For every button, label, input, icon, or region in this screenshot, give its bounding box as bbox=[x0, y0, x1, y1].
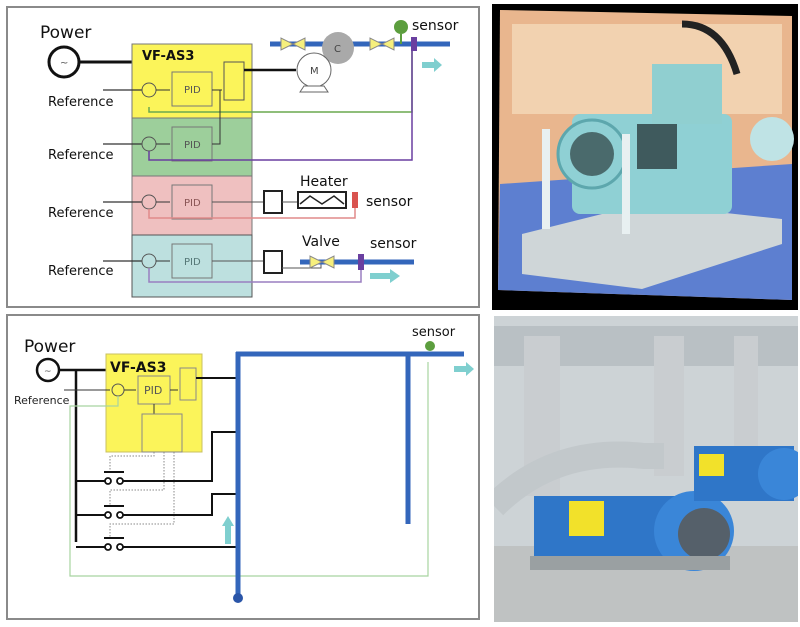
feedback-line-purple bbox=[148, 50, 413, 161]
pid-label: PID bbox=[184, 140, 201, 151]
ac-symbol: ~ bbox=[44, 367, 52, 377]
power-label: Power bbox=[40, 23, 91, 43]
flow-arrow-icon bbox=[370, 269, 400, 283]
control-line bbox=[109, 452, 165, 506]
valve-controller-block bbox=[263, 250, 283, 274]
heater-controller-block bbox=[263, 190, 283, 214]
sensor-label: sensor bbox=[370, 236, 417, 252]
compressor-icon bbox=[322, 32, 354, 64]
inverter-box bbox=[105, 353, 203, 453]
sensor-label: sensor bbox=[366, 194, 413, 210]
reference-label: Reference bbox=[48, 264, 113, 279]
motor-base bbox=[299, 85, 329, 93]
multi-pump-diagram-panel: Power ~ VF-AS3 Reference PID bbox=[6, 314, 480, 620]
sensor-label: sensor bbox=[412, 18, 459, 34]
output-block bbox=[223, 61, 245, 101]
compressor-motor-photo bbox=[492, 4, 798, 310]
centrifugal-pumps-photo bbox=[494, 316, 798, 622]
contactor-switch bbox=[76, 493, 236, 519]
valve-label: Valve bbox=[302, 234, 340, 250]
compressor-photo-illustration bbox=[498, 10, 794, 300]
reference-label: Reference bbox=[48, 148, 113, 163]
reference-label: Reference bbox=[14, 394, 70, 407]
valve-icon bbox=[369, 37, 384, 51]
single-pid-diagram: Power ~ VF-AS3 Reference PID C M s bbox=[40, 18, 459, 298]
inverter-band-teal bbox=[131, 234, 253, 298]
feedback-line-purple bbox=[148, 268, 362, 283]
control-line bbox=[109, 452, 175, 538]
inverter-label: VF-AS3 bbox=[110, 360, 166, 376]
feedback-line-green bbox=[69, 362, 429, 577]
pipe-inlet-icon bbox=[233, 593, 243, 603]
sensor-label: sensor bbox=[412, 325, 456, 340]
power-label: Power bbox=[24, 337, 75, 357]
contactor-switch bbox=[76, 431, 236, 485]
multi-pump-diagram: Power ~ VF-AS3 Reference PID bbox=[14, 325, 474, 603]
pid-label: PID bbox=[184, 198, 201, 209]
valve-icon bbox=[291, 37, 306, 51]
reference-label: Reference bbox=[48, 95, 113, 110]
pid-label: PID bbox=[144, 384, 162, 397]
compressor-label: C bbox=[334, 44, 341, 55]
sensor-green-icon bbox=[425, 341, 435, 351]
pumps-photo-illustration bbox=[494, 316, 798, 622]
switch-logic-block bbox=[141, 413, 183, 453]
sensor-red-icon bbox=[352, 192, 358, 208]
feedback-line-red bbox=[148, 208, 356, 219]
flow-arrow-up-icon bbox=[222, 516, 234, 544]
single-pid-diagram-panel: Power ~ VF-AS3 Reference PID C M s bbox=[6, 6, 480, 308]
reference-label: Reference bbox=[48, 206, 113, 221]
contactor-switch bbox=[76, 537, 236, 551]
valve-icon bbox=[380, 37, 395, 51]
valve-icon bbox=[280, 37, 295, 51]
heater-element bbox=[299, 195, 345, 205]
flow-arrow-icon bbox=[422, 58, 442, 72]
motor-label: M bbox=[310, 66, 319, 77]
sensor-purple-icon bbox=[358, 254, 364, 270]
pid-label: PID bbox=[184, 257, 201, 268]
sensor-green-icon bbox=[394, 20, 408, 34]
inverter-band-pink bbox=[131, 175, 253, 236]
output-block bbox=[179, 367, 197, 401]
control-line bbox=[109, 452, 155, 472]
valve-icon bbox=[320, 255, 335, 269]
pid-block bbox=[171, 71, 213, 107]
heater-label: Heater bbox=[300, 174, 348, 190]
valve-icon bbox=[309, 255, 324, 269]
pid-label: PID bbox=[184, 85, 201, 96]
ac-symbol: ~ bbox=[60, 58, 68, 69]
sensor-purple-icon bbox=[411, 37, 417, 51]
inverter-label: VF-AS3 bbox=[142, 49, 194, 64]
cascade-line bbox=[212, 90, 221, 145]
flow-arrow-icon bbox=[454, 362, 474, 376]
